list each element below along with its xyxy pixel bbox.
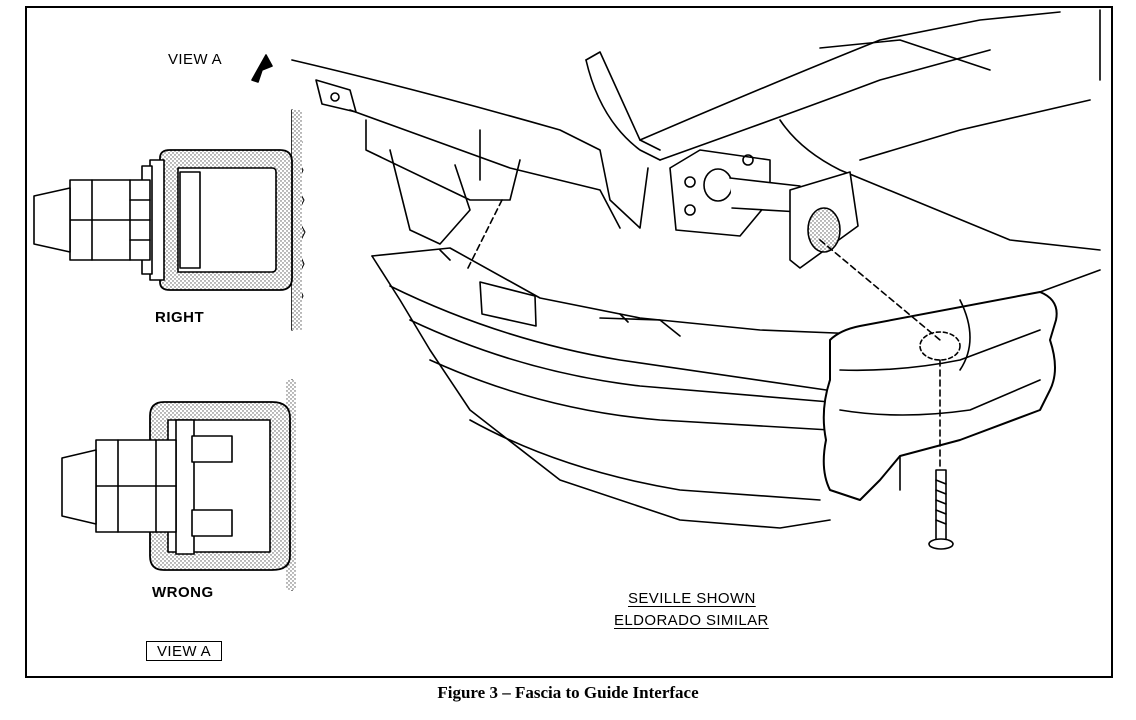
wrong-label: WRONG bbox=[152, 584, 214, 601]
right-label: RIGHT bbox=[155, 309, 205, 326]
right-detail bbox=[33, 109, 306, 331]
view-a-arrow bbox=[251, 54, 273, 83]
bumper-assembly bbox=[291, 9, 1101, 550]
view-a-pointer-label: VIEW A bbox=[168, 51, 223, 68]
figure-frame bbox=[25, 6, 1113, 678]
eldorado-note: ELDORADO SIMILAR bbox=[614, 612, 769, 629]
view-a-box-label: VIEW A bbox=[146, 641, 223, 661]
seville-note: SEVILLE SHOWN bbox=[628, 590, 756, 607]
wrong-detail bbox=[61, 379, 296, 591]
figure-caption: Figure 3 – Fascia to Guide Interface bbox=[437, 683, 699, 702]
